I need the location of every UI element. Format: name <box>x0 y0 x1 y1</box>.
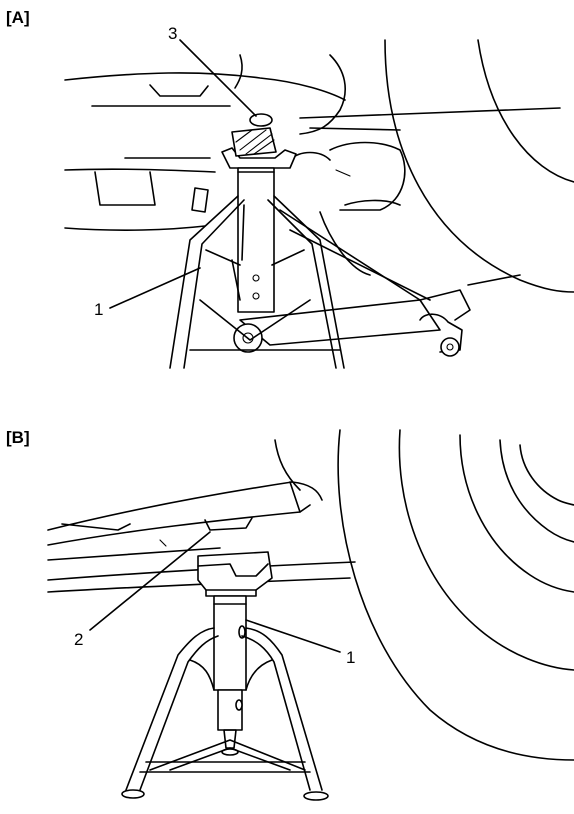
panel-a-jack-stand <box>169 113 345 369</box>
panel-a-callout-1: 1 <box>94 300 104 319</box>
panel-b-callout-2: 2 <box>74 630 84 649</box>
panel-b-callout-1: 1 <box>346 648 356 667</box>
panel-b-leader-1 <box>245 619 341 653</box>
panel-b-label: [B] <box>6 428 30 447</box>
panel-a-leader-1 <box>109 267 201 309</box>
panel-a-wheel <box>384 39 574 293</box>
panel-b-leader-2 <box>89 531 211 631</box>
panel-b-tire <box>337 429 574 761</box>
panel-a-callout-3: 3 <box>168 24 178 43</box>
panel-a-label: [A] <box>6 8 30 27</box>
panel-b-jack-stand <box>121 551 329 801</box>
panel-a-leader-3 <box>179 39 257 117</box>
panel-a-vehicle-underbody <box>64 54 561 321</box>
